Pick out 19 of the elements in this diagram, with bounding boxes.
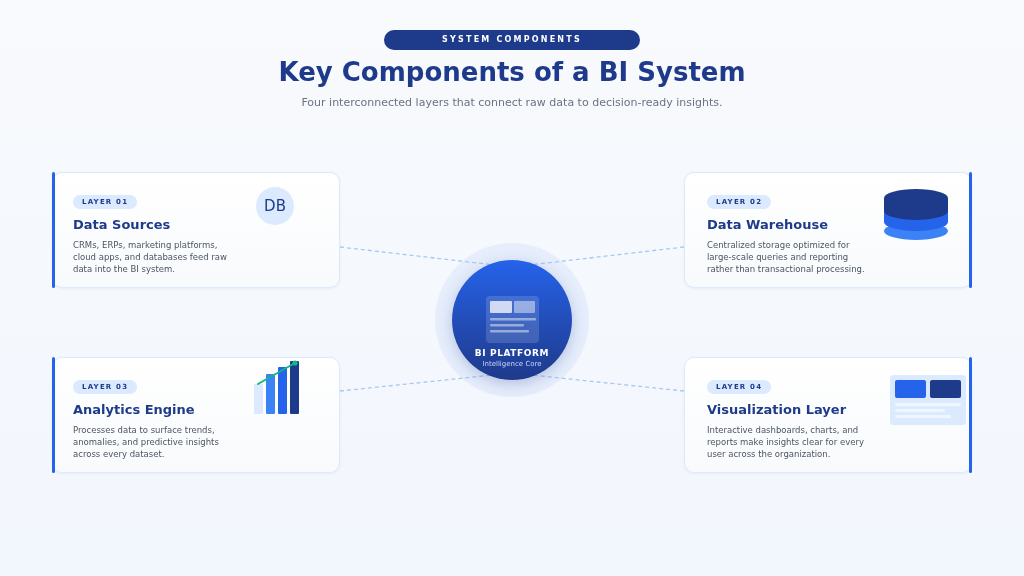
card-heading: Data Warehouse	[707, 216, 828, 233]
section-tag: SYSTEM COMPONENTS	[384, 30, 640, 50]
connector-line	[534, 374, 685, 392]
card-description: Centralized storage optimized for large-scale queries and reporting rather than transactional processing.	[707, 239, 866, 275]
card-description: Processes data to surface trends, anomalies, and predictive insights across every dataset.	[73, 424, 220, 460]
card-heading: Analytics Engine	[73, 401, 195, 418]
card-heading: Data Sources	[73, 216, 171, 233]
layer-card	[52, 172, 340, 288]
subtitle: Four interconnected layers that connect raw data to decision-ready insights.	[301, 95, 723, 111]
page-title: Key Components of a BI System	[278, 56, 746, 89]
connector-line	[339, 374, 490, 392]
layer-card	[684, 172, 972, 288]
layer-card	[52, 357, 340, 473]
hub-title: BI PLATFORM	[474, 347, 550, 359]
card-description: CRMs, ERPs, marketing platforms, cloud apps, and databases feed raw data into the BI system.	[73, 239, 228, 275]
db-badge: DB	[256, 187, 294, 225]
card-heading: Visualization Layer	[707, 401, 847, 418]
card-description: Interactive dashboards, charts, and reports make insights clear for every user across the organization.	[707, 424, 865, 460]
layer-card	[684, 357, 972, 473]
